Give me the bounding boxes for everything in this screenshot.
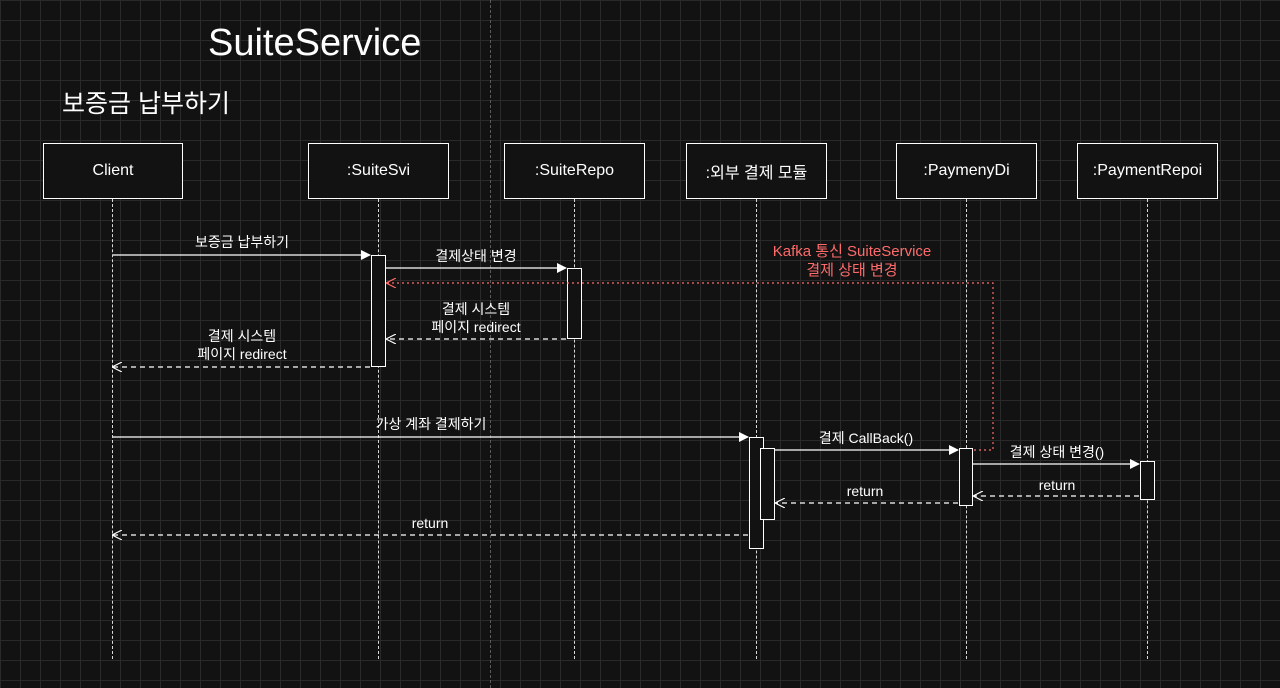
diagram-subtitle: 보증금 납부하기	[62, 90, 230, 118]
activation-suiterepo	[567, 268, 582, 339]
participant-suitesvi[interactable]: :SuiteSvi	[308, 143, 449, 199]
activation-paymentrepoi	[1140, 461, 1155, 500]
label-return-client: return	[411, 515, 449, 531]
label-redirect-return-1-line2: 페이지 redirect	[431, 319, 521, 335]
label-redirect-return-1: 결제 시스템 페이지 redirect	[431, 300, 520, 336]
label-redirect-return-2-line2: 페이지 redirect	[197, 346, 287, 362]
participant-payment-module[interactable]: :외부 결제 모듈	[686, 143, 827, 199]
label-redirect-return-2: 결제 시스템 페이지 redirect	[197, 327, 286, 363]
lifeline-payment-module	[756, 199, 757, 659]
lifeline-paymentrepoi	[1147, 199, 1148, 659]
participant-paymenydi[interactable]: :PaymenyDi	[896, 143, 1037, 199]
label-virtual-account-payment: 가상 계좌 결제하기	[375, 416, 487, 432]
activation-paymenydi	[959, 448, 973, 506]
label-payment-callback: 결제 CallBack()	[818, 430, 914, 446]
lifeline-paymenydi	[966, 199, 967, 659]
section-divider	[490, 0, 491, 688]
activation-suitesvi	[371, 255, 386, 367]
label-redirect-return-1-line1: 결제 시스템	[441, 301, 511, 317]
label-deposit-request: 보증금 납부하기	[194, 234, 290, 250]
label-payment-status-change: 결제 상태 변경()	[1009, 444, 1105, 460]
label-change-status: 결제상태 변경	[435, 248, 517, 264]
lifeline-suitesvi	[378, 199, 379, 659]
kafka-async-note: Kafka 통신 SuiteService 결제 상태 변경	[773, 242, 932, 280]
label-return-paymenydi: return	[846, 483, 884, 499]
participant-client[interactable]: Client	[43, 143, 183, 199]
kafka-async-note-line2: 결제 상태 변경	[806, 262, 898, 279]
participant-paymentrepoi[interactable]: :PaymentRepoi	[1077, 143, 1218, 199]
participant-suiterepo[interactable]: :SuiteRepo	[504, 143, 645, 199]
lifeline-suiterepo	[574, 199, 575, 659]
kafka-async-note-line1: Kafka 통신 SuiteService	[772, 243, 932, 260]
diagram-title: SuiteService	[208, 22, 422, 64]
activation-payment-module-nested	[760, 448, 775, 520]
label-redirect-return-2-line1: 결제 시스템	[207, 328, 277, 344]
label-return-repo: return	[1038, 477, 1076, 493]
lifeline-client	[112, 199, 113, 659]
